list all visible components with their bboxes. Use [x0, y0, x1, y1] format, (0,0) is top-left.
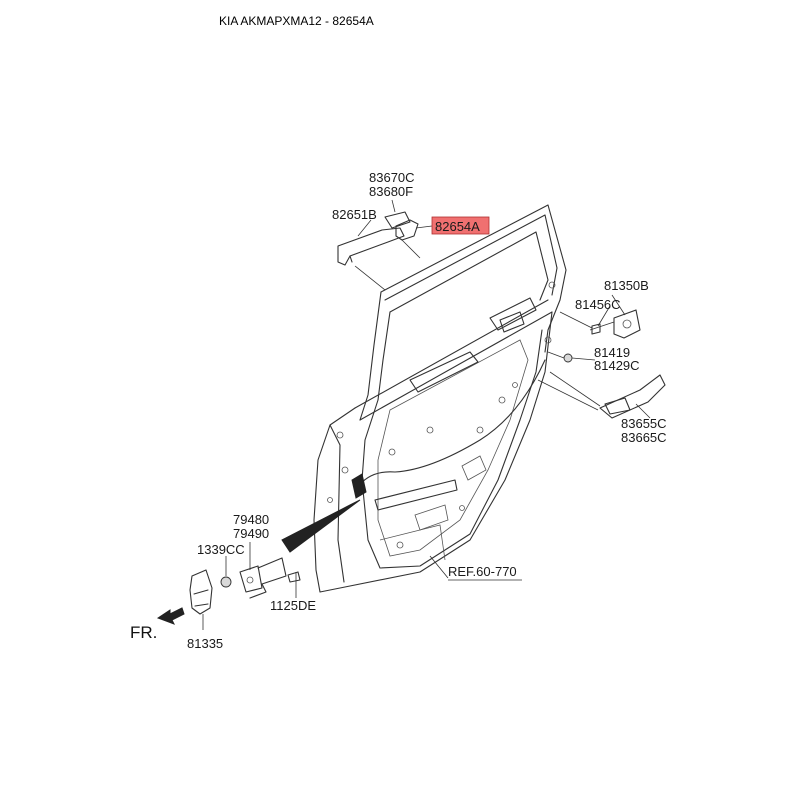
label-79490: 79490 — [233, 526, 269, 541]
leader-lines — [202, 199, 651, 630]
checker-strap — [281, 499, 361, 553]
front-direction-indicator: FR. — [130, 607, 185, 642]
label-82654a: 82654A — [435, 219, 480, 234]
rear-door-panel — [313, 204, 567, 593]
label-83655c: 83655C — [621, 416, 667, 431]
label-83665c: 83665C — [621, 430, 667, 445]
label-81335: 81335 — [187, 636, 223, 651]
outside-handle-assembly — [337, 211, 421, 291]
front-arrow-icon — [156, 607, 185, 625]
label-fr: FR. — [130, 623, 157, 642]
label-81350b: 81350B — [604, 278, 649, 293]
latch-striker-hardware — [537, 309, 666, 419]
label-79480: 79480 — [233, 512, 269, 527]
label-83670c: 83670C — [369, 170, 415, 185]
label-81429c: 81429C — [594, 358, 640, 373]
door-checker-parts — [189, 557, 301, 615]
label-82651b: 82651B — [332, 207, 377, 222]
label-81456c: 81456C — [575, 297, 621, 312]
label-83680f: 83680F — [369, 184, 413, 199]
label-ref-60-770: REF.60-770 — [448, 564, 517, 579]
label-1339cc: 1339CC — [197, 542, 245, 557]
highlight-box-82654a — [431, 216, 490, 235]
diagram-title: KIA AKMAPXMA12 - 82654A — [219, 14, 374, 28]
label-1125de: 1125DE — [270, 598, 316, 613]
label-81419: 81419 — [594, 345, 630, 360]
